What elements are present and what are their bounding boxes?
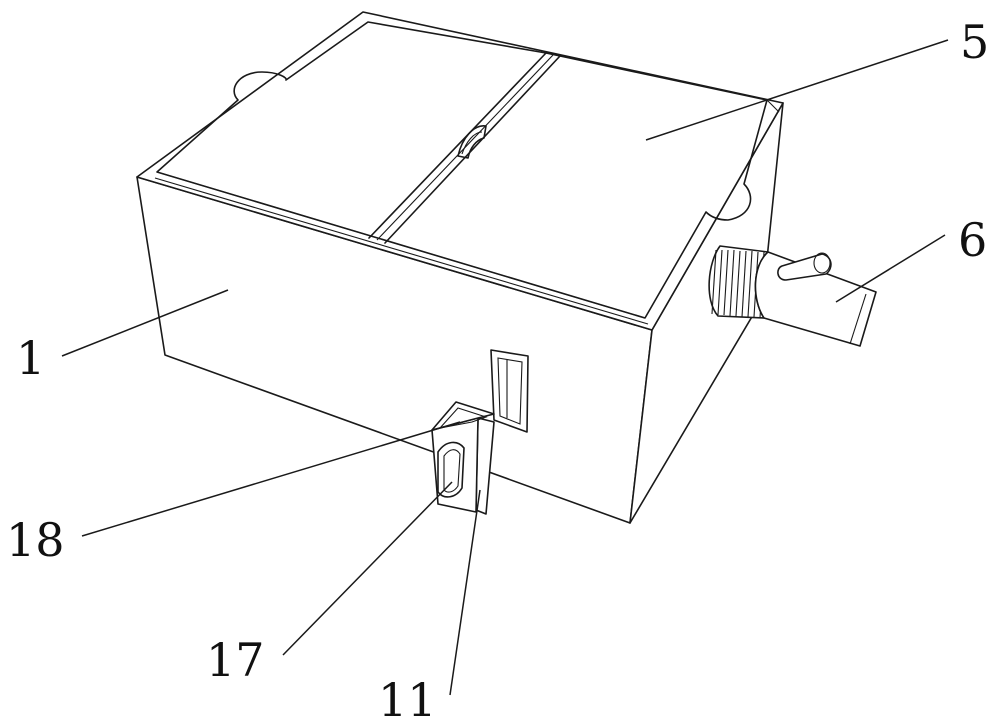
side-slot <box>490 349 529 433</box>
lid-right-edge <box>766 99 780 113</box>
lid-split-left <box>368 52 547 239</box>
leader-18 <box>81 421 461 537</box>
leader-17 <box>282 481 453 656</box>
nozzle-tip-edge <box>849 293 867 345</box>
lid-outline <box>156 21 768 319</box>
leader-11 <box>449 489 481 696</box>
box-top <box>136 11 784 331</box>
mount-top <box>431 401 495 431</box>
cartridge-mount <box>431 401 495 515</box>
mount-top-inner <box>438 407 488 429</box>
leader-5 <box>645 39 949 141</box>
label-mount: 11 <box>378 673 437 727</box>
lid-front-edge <box>156 171 646 319</box>
leader-lines <box>61 39 949 696</box>
label-cartridge-top: 18 <box>6 513 65 567</box>
leader-1 <box>61 289 229 357</box>
label-housing: 1 <box>16 331 45 385</box>
label-lid: 5 <box>960 15 989 69</box>
lid-front-edge-2 <box>154 177 649 325</box>
lid-split-right <box>384 55 561 244</box>
leader-6 <box>835 234 946 303</box>
nozzle-knob <box>777 253 832 281</box>
top-rim <box>136 11 784 331</box>
label-handle: 17 <box>206 633 265 687</box>
nozzle-assembly <box>708 245 877 347</box>
label-nozzle: 6 <box>958 213 987 267</box>
lid-latch <box>457 125 487 159</box>
